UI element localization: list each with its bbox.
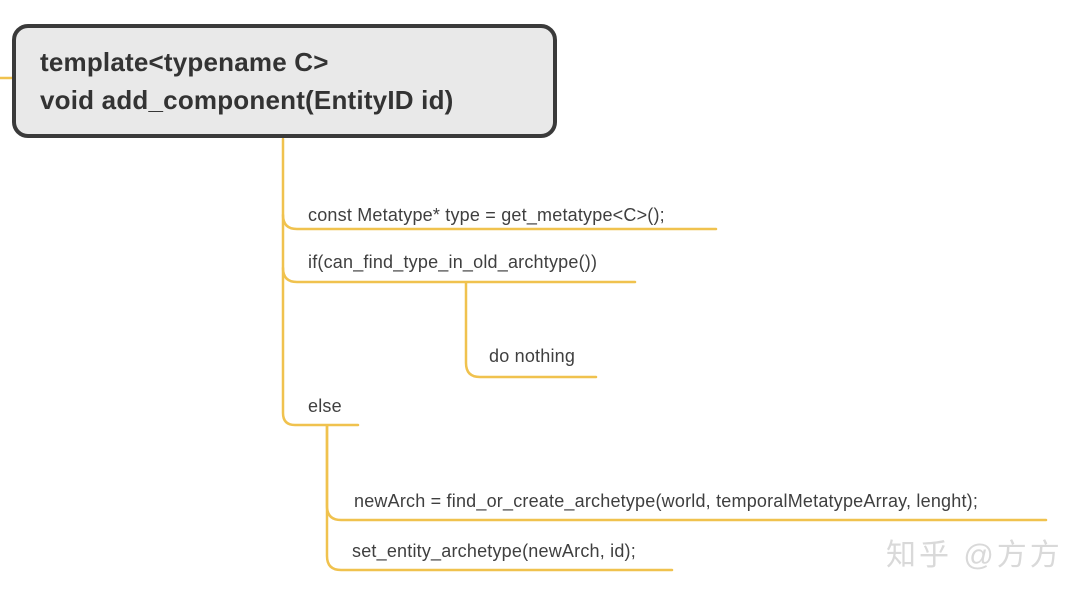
topic-set-entity-archetype[interactable]: set_entity_archetype(newArch, id);	[352, 541, 636, 561]
connector-branch-set-entity	[325, 424, 674, 572]
connector-branch-do-nothing	[464, 281, 598, 379]
zhihu-watermark: 知乎 @方方	[886, 539, 1063, 572]
connector-branch-const	[281, 213, 718, 231]
topic-do-nothing[interactable]: do nothing	[489, 346, 576, 366]
topic-const-metatype[interactable]: const Metatype* type = get_metatype<C>()…	[308, 205, 665, 225]
topic-newarch-assignment[interactable]: newArch = find_or_create_archetype(world…	[354, 491, 979, 511]
topic-if-condition[interactable]: if(can_find_type_in_old_archtype())	[308, 252, 598, 272]
root-topic-add-component[interactable]: template<typename C> void add_component(…	[12, 24, 557, 138]
root-topic-line1: template<typename C>	[40, 47, 329, 77]
connector-trunk-to-else	[281, 137, 360, 427]
connector-branch-if	[281, 266, 637, 284]
topic-else[interactable]: else	[308, 396, 342, 416]
root-topic-line2: void add_component(EntityID id)	[40, 85, 454, 115]
